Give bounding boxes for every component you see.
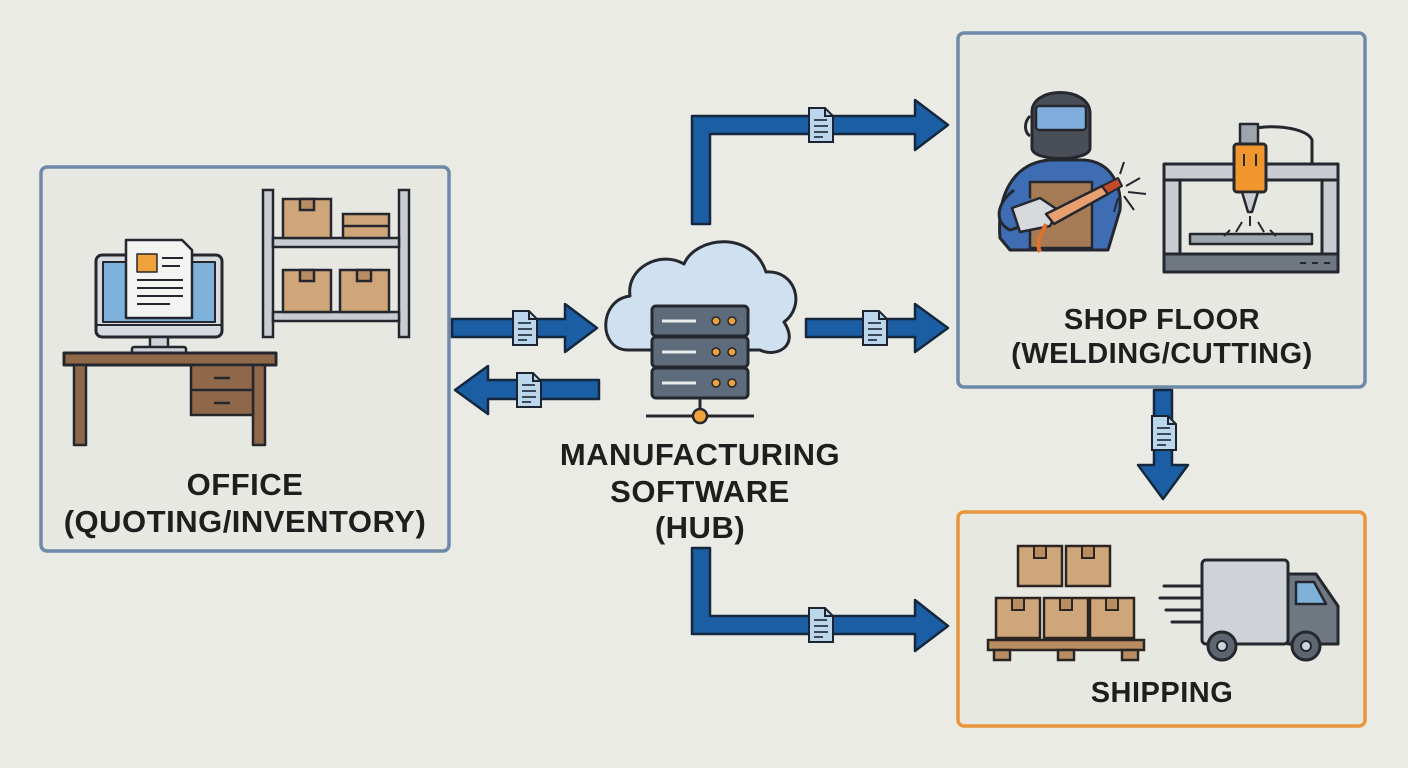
office-label: OFFICE (QUOTING/INVENTORY) [40, 467, 450, 540]
office-title: OFFICE [186, 467, 304, 502]
document-icon [1151, 415, 1177, 451]
cloud-server-icon [604, 240, 798, 425]
arrow-hub-to-shipping [690, 546, 950, 653]
shipping-title: SHIPPING [1090, 677, 1234, 709]
inventory-shelf-icon [261, 188, 411, 339]
delivery-truck-icon [1158, 558, 1340, 662]
hub-subtitle: (HUB) [654, 510, 746, 546]
document-icon [862, 310, 888, 346]
shop-floor-subtitle: (WELDING/CUTTING) [1011, 338, 1313, 371]
hub-title-line2: SOFTWARE [610, 473, 790, 509]
document-icon [808, 607, 834, 643]
cnc-cutter-icon [1162, 122, 1340, 274]
hub-title-line1: MANUFACTURING [559, 437, 841, 472]
office-subtitle: (QUOTING/INVENTORY) [63, 503, 427, 539]
desk-computer-icon [62, 238, 278, 447]
arrow-hub-to-shop-top [690, 98, 950, 226]
pallet-boxes-icon [986, 544, 1146, 662]
document-icon [808, 107, 834, 143]
shop-floor-title: SHOP FLOOR [1063, 304, 1261, 336]
welder-icon [997, 91, 1147, 253]
document-icon [516, 372, 542, 408]
hub-label: MANUFACTURING SOFTWARE (HUB) [530, 437, 870, 547]
document-icon [512, 310, 538, 346]
shop-floor-label: SHOP FLOOR (WELDING/CUTTING) [958, 303, 1366, 371]
shipping-label: SHIPPING [958, 676, 1366, 710]
